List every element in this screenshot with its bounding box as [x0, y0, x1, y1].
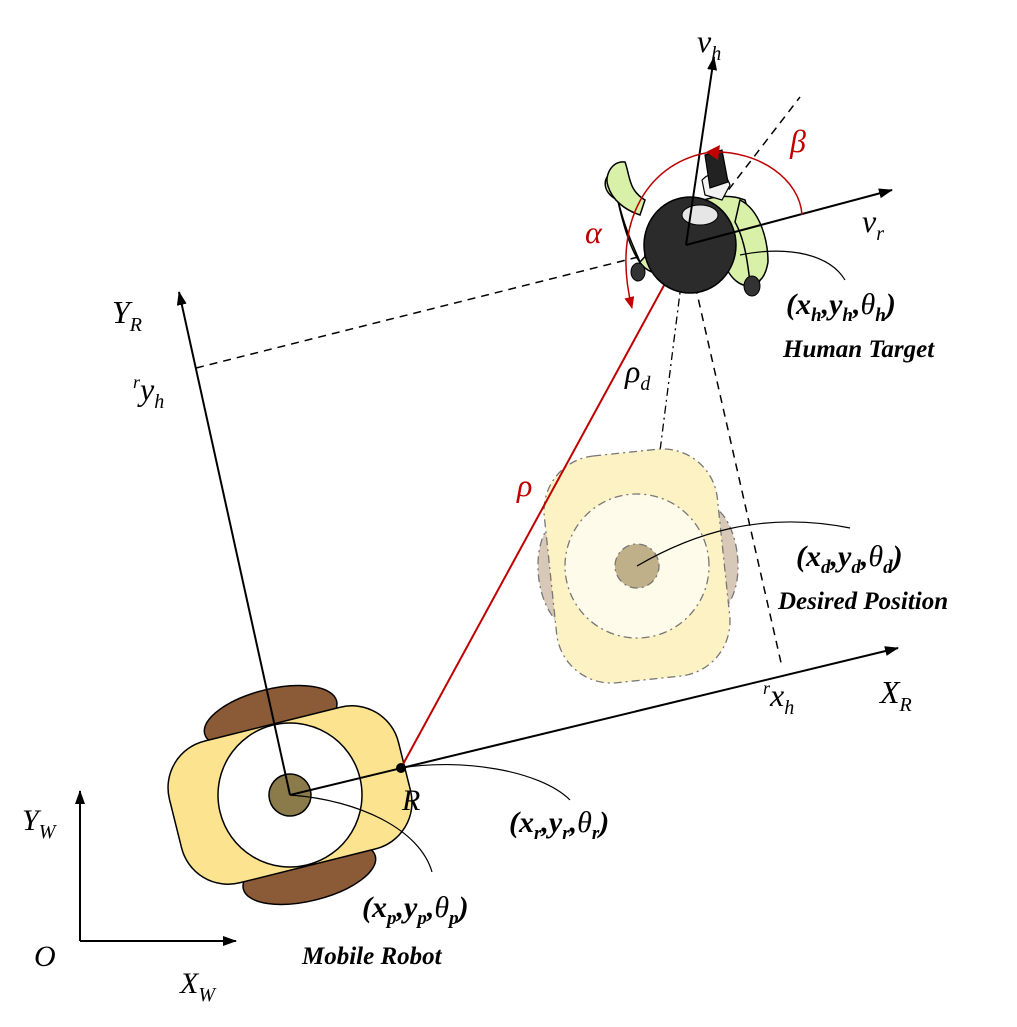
v-r-arrow [685, 188, 893, 246]
beta-arc [709, 151, 803, 216]
rho-d-label: ρd [624, 353, 651, 395]
ry-projection-dashed [195, 244, 687, 369]
world-y-axis-label: YW [22, 804, 58, 843]
robot-ref-pose-label: (xr,yr,θr) [509, 806, 609, 844]
alpha-arc [624, 151, 713, 309]
world-origin-label: O [34, 940, 56, 973]
robot-x-axis-label: XR [878, 674, 912, 716]
v-h-label: vh [697, 23, 721, 65]
human-left-hand [630, 262, 646, 282]
v-h-arrow [685, 56, 718, 246]
v-r-label: vr [862, 203, 884, 245]
leader-lines [289, 250, 851, 873]
human-right-hand [743, 275, 761, 297]
beta-arrowhead [706, 145, 720, 160]
rx-projection-dashed [685, 244, 783, 668]
alpha-label: α [585, 214, 603, 250]
human-target-name: Human Target [782, 336, 935, 363]
human-leader [739, 250, 846, 281]
human-target [604, 149, 769, 297]
desired-pose-label: (xd,yd,θd) [796, 540, 903, 578]
r-leader [400, 763, 571, 801]
desired-leader [636, 521, 851, 567]
robot-leader [289, 794, 433, 873]
world-frame: O XW YW [22, 790, 237, 1006]
point-r-label: R [401, 784, 420, 817]
human-hair-highlight [681, 204, 719, 226]
beta-label: β [789, 123, 806, 159]
robot-x-axis [289, 646, 899, 796]
robot-center-pose-label: (xp,yp,θp) [362, 891, 469, 929]
robot-frame: XR YR rxh ryh [112, 291, 912, 796]
human-pose-label: (xh,yh,θh) [786, 288, 896, 326]
world-x-axis-label: XW [179, 967, 217, 1006]
robot-y-axis [176, 291, 291, 796]
ry-h-label: ryh [133, 371, 164, 413]
rho-label: ρ [516, 467, 532, 503]
human-left-arm [606, 161, 646, 216]
mobile-robot-name: Mobile Robot [301, 943, 443, 970]
rho-line [400, 244, 687, 769]
desired-position-name: Desired Position [777, 588, 948, 615]
robot-y-axis-label: YR [112, 294, 142, 336]
human-frame: vh vr β α [585, 23, 893, 309]
rx-h-label: rxh [763, 677, 794, 719]
